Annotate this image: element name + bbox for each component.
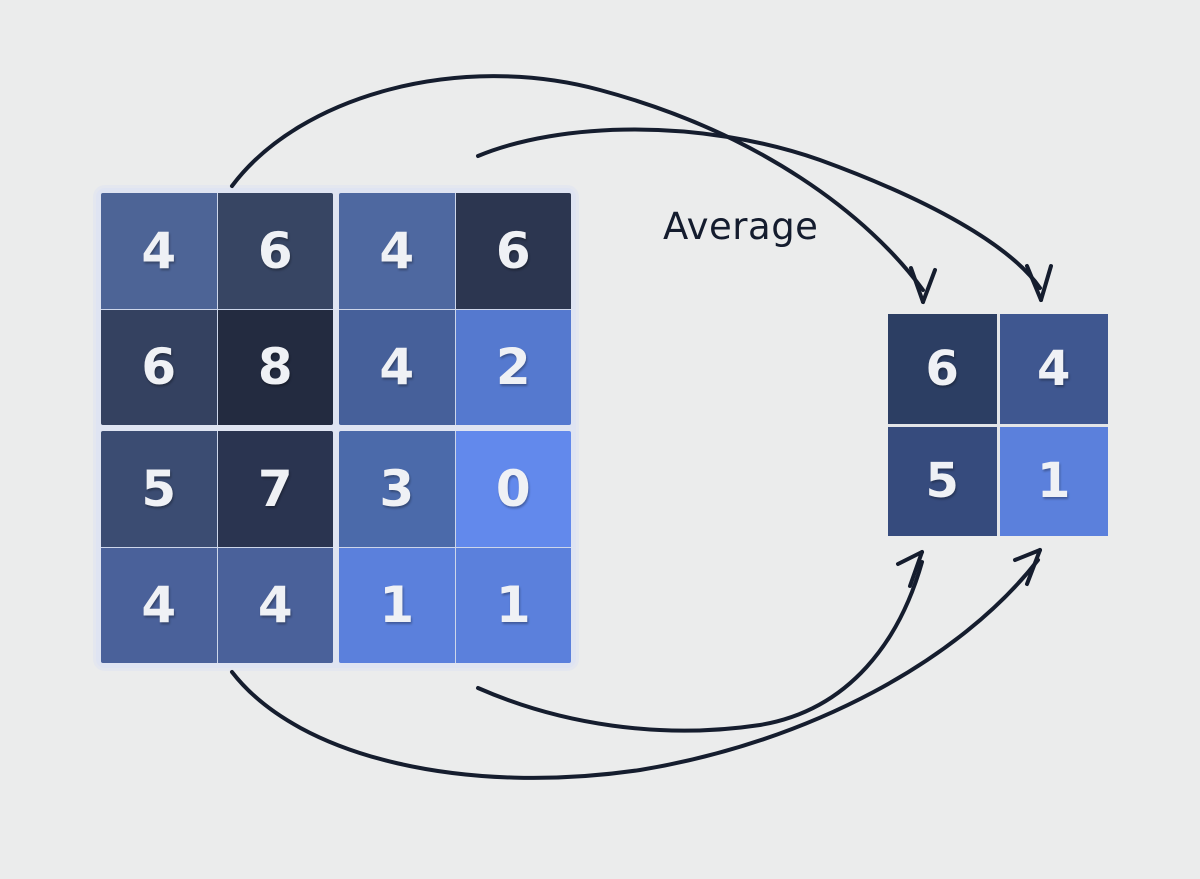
arrowhead-output-10-barb-1 xyxy=(896,550,924,566)
arrowhead-output-01-barb-0 xyxy=(1025,264,1043,302)
input-cell-r2-c0: 5 xyxy=(101,431,217,547)
input-quadrant-bottom-right: 3 0 1 1 xyxy=(339,431,571,663)
input-quadrant-bottom-left: 5 7 4 4 xyxy=(101,431,333,663)
input-quadrant-container: 4 6 6 8 4 6 4 2 5 7 4 4 3 0 1 1 xyxy=(101,193,571,663)
arrowhead-output-00-barb-0 xyxy=(909,266,925,304)
arrowhead-output-00-barb-1 xyxy=(921,268,937,304)
input-feature-map-grid: 4 6 6 8 4 6 4 2 5 7 4 4 3 0 1 1 xyxy=(96,188,576,668)
input-cell-r3-c1: 4 xyxy=(217,547,333,663)
input-cell-r1-c2: 4 xyxy=(339,309,455,425)
input-cell-r0-c3: 6 xyxy=(455,193,571,309)
input-cell-r0-c1: 6 xyxy=(217,193,333,309)
input-quadrant-top-left: 4 6 6 8 xyxy=(101,193,333,425)
input-cell-r2-c2: 3 xyxy=(339,431,455,547)
input-quadrant-top-right: 4 6 4 2 xyxy=(339,193,571,425)
arrowhead-output-11-barb-0 xyxy=(1025,548,1042,586)
output-cell-r0-c1: 4 xyxy=(999,314,1108,424)
input-cell-r3-c3: 1 xyxy=(455,547,571,663)
arrowhead-output-11-barb-1 xyxy=(1013,548,1042,562)
arrowhead-output-10-barb-0 xyxy=(908,550,924,588)
input-cell-r1-c1: 8 xyxy=(217,309,333,425)
input-cell-r0-c2: 4 xyxy=(339,193,455,309)
arrowhead-output-01-barb-1 xyxy=(1039,264,1053,302)
input-cell-r1-c3: 2 xyxy=(455,309,571,425)
input-cell-r1-c0: 6 xyxy=(101,309,217,425)
input-cell-r3-c2: 1 xyxy=(339,547,455,663)
average-operation-label: Average xyxy=(663,205,819,248)
output-cell-r0-c0: 6 xyxy=(888,314,997,424)
output-cell-r1-c0: 5 xyxy=(888,426,997,536)
input-cell-r3-c0: 4 xyxy=(101,547,217,663)
input-cell-r2-c1: 7 xyxy=(217,431,333,547)
output-cell-r1-c1: 1 xyxy=(999,426,1108,536)
input-cell-r0-c0: 4 xyxy=(101,193,217,309)
input-cell-r2-c3: 0 xyxy=(455,431,571,547)
pooled-output-grid: 6 4 5 1 xyxy=(888,314,1108,536)
